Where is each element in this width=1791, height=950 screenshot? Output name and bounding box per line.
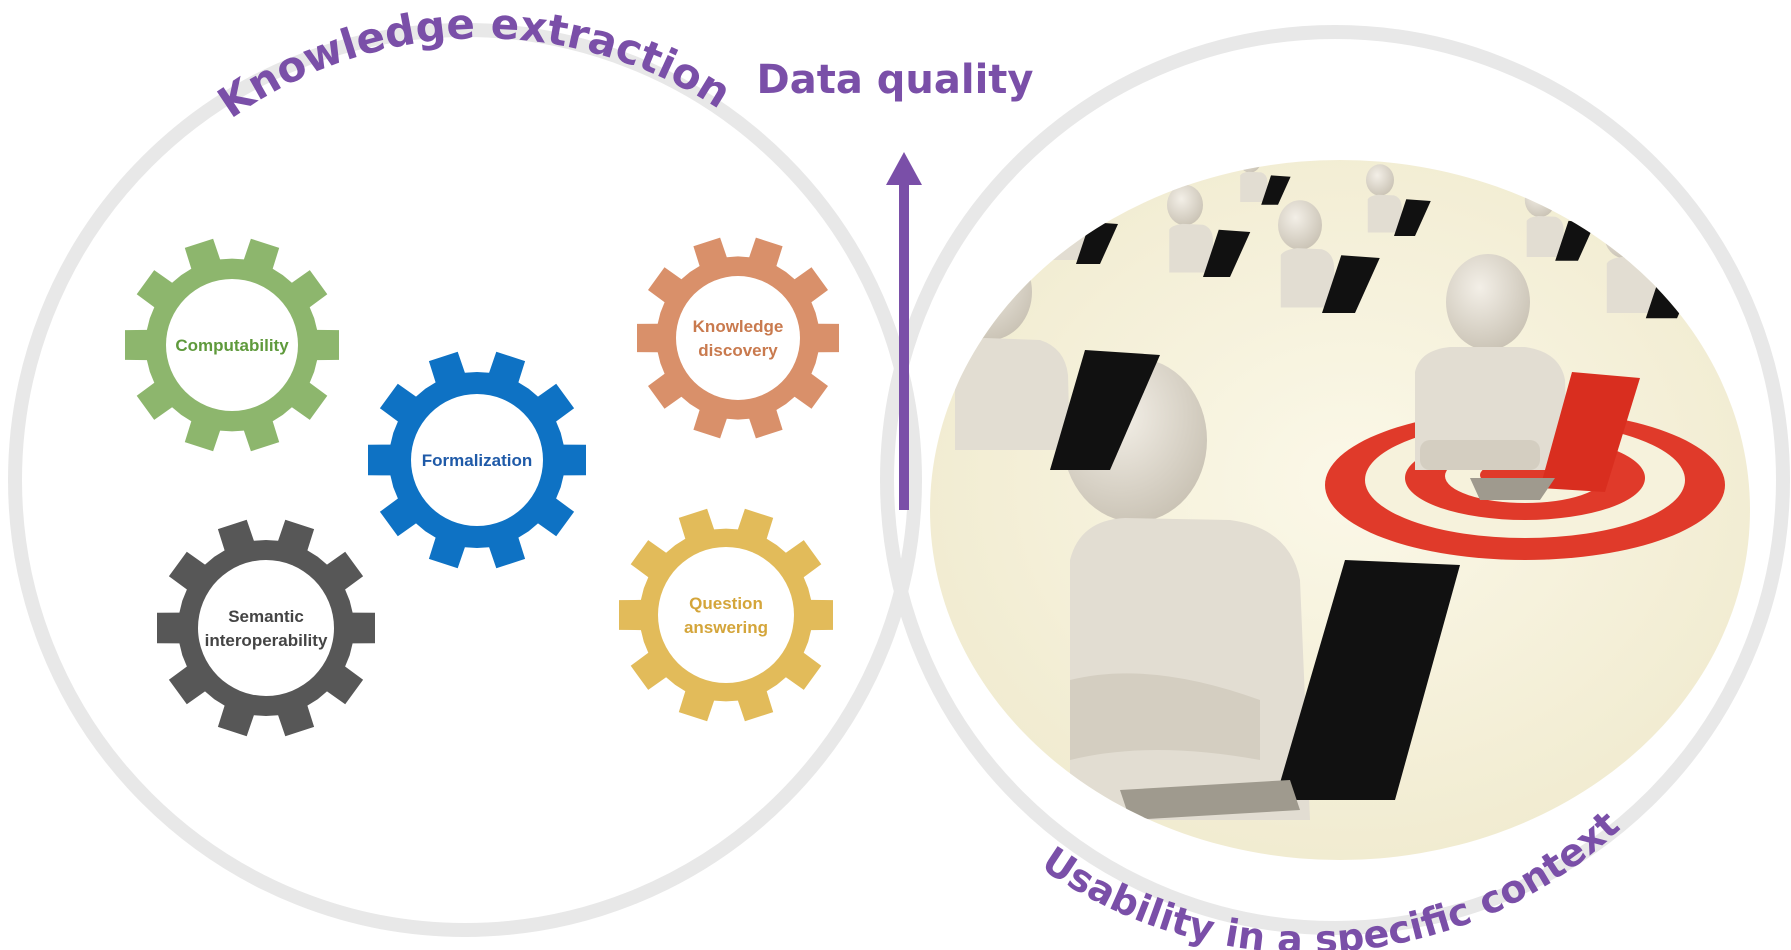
background-person-figure <box>1278 200 1380 313</box>
background-person-figure <box>1167 184 1251 277</box>
gear-label: answering <box>684 618 768 637</box>
gear-hub <box>198 560 334 696</box>
gear-semantic-interop: Semantic interoperability <box>157 519 375 737</box>
right-outline-circle <box>880 25 1790 935</box>
gear-label: Question <box>689 594 763 613</box>
left-outline-circle <box>8 23 922 937</box>
gear-label: Knowledge <box>693 317 784 336</box>
gear-label: discovery <box>698 341 778 360</box>
gear-hub <box>676 276 800 400</box>
gear-formalization: Formalization <box>368 351 586 569</box>
gear-label: interoperability <box>205 631 328 650</box>
foreground-person-figure <box>1063 358 1460 820</box>
data-quality-label: Data quality <box>757 57 1034 103</box>
up-arrow-icon <box>886 152 922 510</box>
knowledge-extraction-label: Knowledge extraction <box>209 0 740 127</box>
gear-hub <box>658 547 794 683</box>
gear-hub <box>166 279 298 411</box>
gear-label: Computability <box>175 336 289 355</box>
gear-hub <box>411 394 543 526</box>
gear-knowledge-discovery: Knowledge discovery <box>637 237 839 439</box>
gear-computability: Computability <box>125 238 339 452</box>
gear-cluster: Computability Knowledge discoveryFormaliza… <box>125 237 839 737</box>
gear-label: Semantic <box>228 607 304 626</box>
background-person-figure <box>1604 211 1701 319</box>
target-person-figure <box>1415 254 1640 500</box>
background-person-figure <box>1366 164 1431 236</box>
gear-label: Formalization <box>422 451 533 470</box>
gear-question-answering: Question answering <box>619 508 833 722</box>
